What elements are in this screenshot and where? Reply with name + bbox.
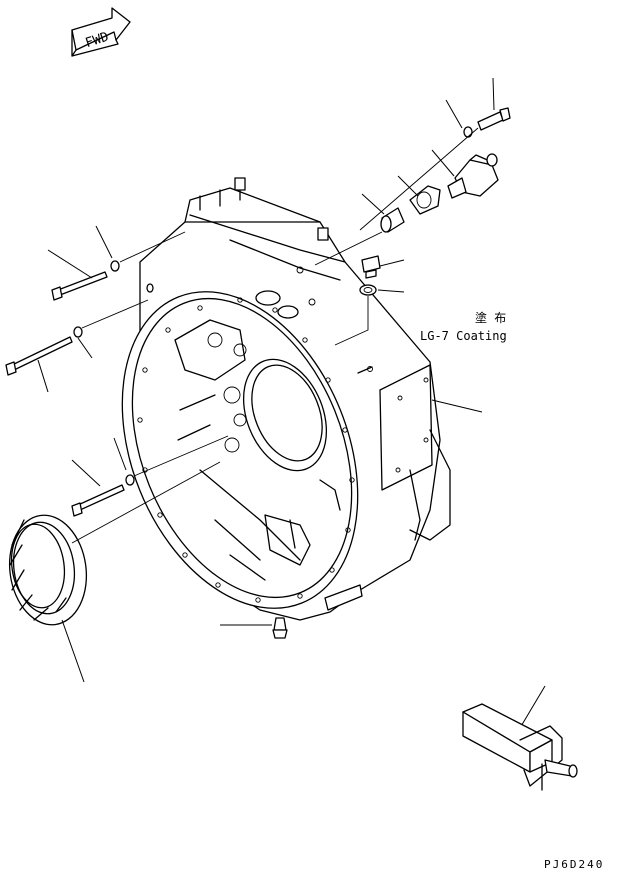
coating-note: 塗 布 LG-7 Coating	[420, 310, 507, 343]
housing-bolts	[5, 231, 229, 517]
fwd-arrow-icon: FWD	[71, 7, 131, 57]
tool-assembly	[462, 703, 578, 791]
leader-lines-right	[361, 77, 546, 729]
flywheel-housing	[121, 177, 451, 639]
leader-lines-left	[37, 225, 272, 683]
coating-note-english: LG-7 Coating	[420, 329, 507, 343]
fwd-label: FWD	[84, 30, 111, 52]
coating-note-japanese: 塗 布	[475, 310, 506, 325]
drain-plug	[272, 617, 288, 639]
flange-bolt-holes	[137, 297, 355, 603]
sensor-assembly	[314, 107, 511, 346]
figure-code: PJ6D240	[544, 858, 604, 871]
oil-seal	[8, 514, 88, 626]
